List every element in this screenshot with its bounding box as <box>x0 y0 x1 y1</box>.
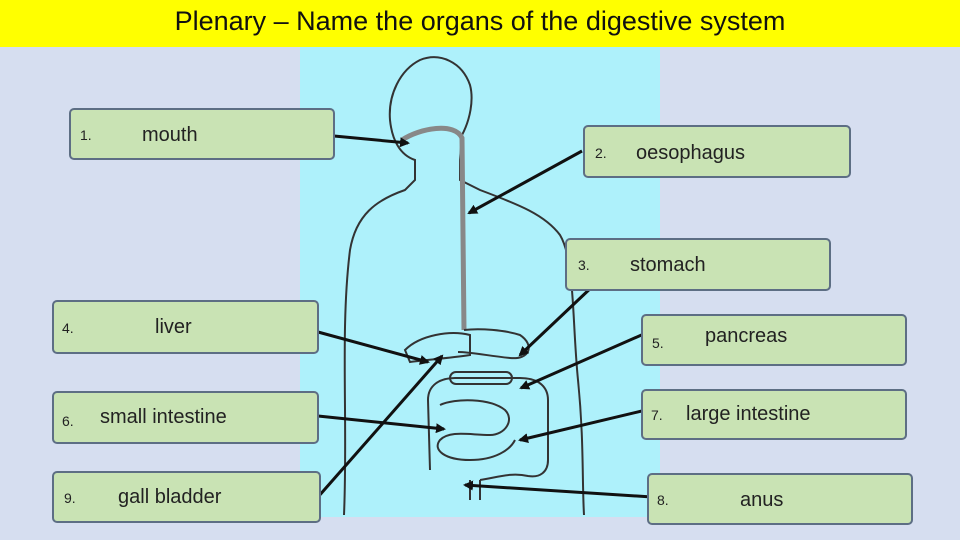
label-box-anus <box>647 473 913 525</box>
label-number-stomach: 3. <box>578 257 590 273</box>
label-number-small-intestine: 6. <box>62 413 74 429</box>
label-box-stomach <box>565 238 831 291</box>
arrow-large-intestine <box>518 408 647 444</box>
label-text-anus: anus <box>740 489 784 511</box>
stomach-shape <box>457 328 530 360</box>
label-number-pancreas: 5. <box>652 335 664 351</box>
oesophagus-tube <box>400 125 467 331</box>
label-text-mouth: mouth <box>142 124 198 146</box>
arrow-liver <box>317 330 430 365</box>
arrow-mouth <box>333 134 410 148</box>
title-bar <box>0 0 960 47</box>
label-text-small-intestine: small intestine <box>100 406 227 428</box>
label-number-gall-bladder: 9. <box>64 490 76 506</box>
label-box-liver <box>52 300 319 354</box>
label-box-pancreas <box>641 314 907 366</box>
label-number-large-intestine: 7. <box>651 407 663 423</box>
arrow-gall-bladder <box>316 354 444 498</box>
label-text-oesophagus: oesophagus <box>636 142 745 164</box>
label-text-large-intestine: large intestine <box>686 403 811 425</box>
label-box-gall-bladder <box>52 471 321 523</box>
arrow-anus <box>463 480 653 499</box>
label-number-oesophagus: 2. <box>595 145 607 161</box>
label-box-mouth <box>69 108 335 160</box>
arrow-small-intestine <box>317 414 446 434</box>
label-number-liver: 4. <box>62 320 74 336</box>
label-text-stomach: stomach <box>630 254 706 276</box>
arrow-pancreas <box>519 331 647 390</box>
label-box-oesophagus <box>583 125 851 178</box>
body-outline <box>343 56 585 516</box>
label-text-liver: liver <box>155 316 192 338</box>
label-text-gall-bladder: gall bladder <box>118 486 222 508</box>
arrow-oesophagus <box>467 149 583 215</box>
label-number-anus: 8. <box>657 492 669 508</box>
slide-title: Plenary – Name the organs of the digesti… <box>174 6 786 36</box>
label-text-pancreas: pancreas <box>705 325 788 347</box>
label-number-mouth: 1. <box>80 127 92 143</box>
label-box-small-intestine <box>52 391 319 444</box>
large-intestine-shape <box>426 377 549 481</box>
rectum-shape <box>469 480 481 500</box>
label-box-large-intestine <box>641 389 907 440</box>
small-intestine-shape <box>436 399 516 462</box>
